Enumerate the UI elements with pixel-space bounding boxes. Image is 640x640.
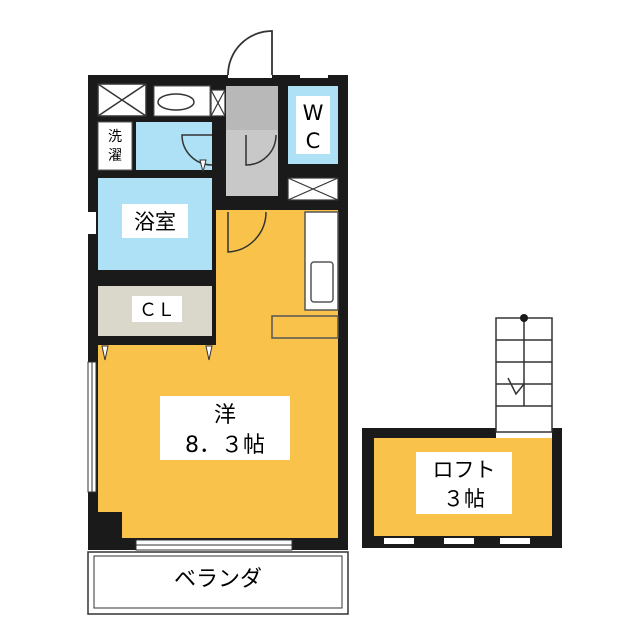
door-marker: [199, 159, 207, 173]
bathroom-label: 浴室: [134, 210, 176, 234]
western-label-box: [160, 396, 290, 460]
balcony-label: ベランダ: [174, 567, 262, 592]
loft-room-size: ３帖: [443, 487, 485, 511]
window-left-small: [88, 212, 96, 234]
storage-cross-line: [210, 89, 226, 117]
entrance-genkan: [226, 86, 278, 130]
storage-cross-line: [97, 83, 147, 117]
door-swing-washroom: [181, 134, 213, 166]
loft-label-box: [416, 452, 512, 514]
door-swing-western: [227, 211, 267, 253]
door-marker: [101, 345, 109, 361]
western-room-name: 洋: [214, 403, 236, 428]
wc-label-w: W: [303, 101, 324, 125]
wc-label-box: [296, 96, 330, 154]
loft-room-name: ロフト: [433, 458, 496, 482]
loft-window-2: [444, 538, 474, 544]
washbasin-icon: [157, 93, 195, 111]
loft-stair-opening: [496, 428, 552, 438]
western-room-size: 8．３帖: [185, 433, 265, 458]
door-marker: [205, 345, 213, 361]
storage-cross-line: [287, 177, 339, 201]
wc-label-c: C: [306, 129, 321, 153]
door-swing-hall: [245, 134, 277, 166]
bathroom-label-box: [122, 204, 188, 238]
laundry-label-1: 洗: [108, 129, 122, 145]
balcony-floor: [87, 551, 349, 615]
laundry-floor: [97, 121, 133, 171]
loft-window-1: [384, 538, 414, 544]
kitchen-sink: [310, 261, 334, 303]
closet-label-box: [132, 296, 182, 322]
laundry-label-2: 濯: [108, 148, 122, 164]
entrance-door-swing: [227, 30, 273, 76]
wc-window: [300, 74, 328, 78]
ladder-top-marker: [520, 314, 528, 322]
kitchen-shelf: [271, 315, 339, 339]
balcony-rail: [93, 555, 343, 609]
ladder-direction-arrow: [507, 377, 525, 396]
loft-window-3: [500, 538, 530, 544]
closet-label: ＣＬ: [139, 300, 175, 321]
